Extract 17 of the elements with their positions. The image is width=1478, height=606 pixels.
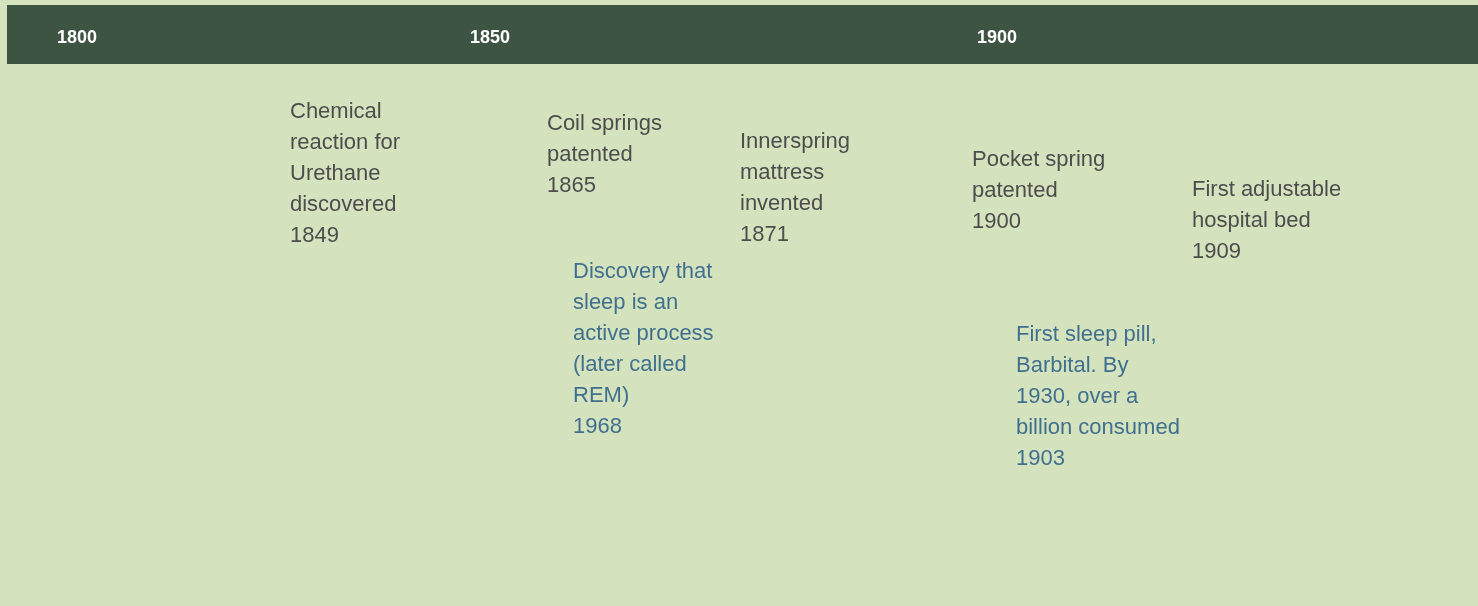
event-description: First adjustable hospital bed (1192, 175, 1343, 234)
event-description: First sleep pill, Barbital. By 1930, over a billion consumed (1016, 320, 1181, 441)
event-description: Chemical reaction for Urethane discovered (290, 97, 402, 218)
event-description: Innerspring mattress invented (740, 127, 852, 217)
year-label: 1800 (57, 26, 98, 49)
event-year: 1871 (740, 220, 789, 248)
event-description: Discovery that sleep is an active process (later called REM) (573, 257, 715, 409)
event-description: Pocket spring patented (972, 145, 1107, 204)
year-label: 1900 (977, 26, 1018, 49)
event-description: Coil springs patented (547, 109, 663, 168)
event-year: 1909 (1192, 237, 1241, 265)
event-year: 1900 (972, 207, 1021, 235)
event-year: 1849 (290, 221, 339, 249)
event-year: 1903 (1016, 444, 1065, 472)
year-label: 1850 (470, 26, 511, 49)
event-year: 1865 (547, 171, 596, 199)
event-year: 1968 (573, 412, 622, 440)
